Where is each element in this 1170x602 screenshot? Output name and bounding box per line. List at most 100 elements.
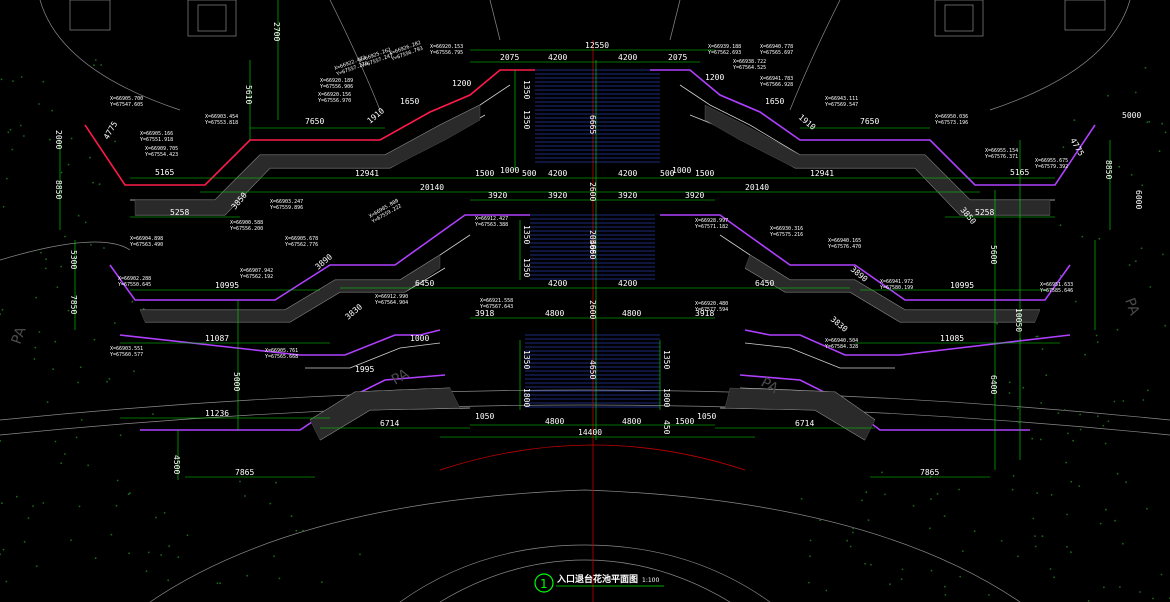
ground-speck <box>1105 508 1107 511</box>
ground-speck <box>116 479 119 482</box>
ground-speck <box>1122 400 1125 402</box>
watermark-left: PA <box>9 324 30 346</box>
ground-speck <box>70 137 73 140</box>
ground-speck <box>1113 400 1116 403</box>
dim-seg-1910-l: 1910 <box>366 106 387 125</box>
ground-speck <box>15 495 18 498</box>
tier-1-left-edge <box>84 69 535 186</box>
dim-right-4775: 4775 <box>1068 137 1086 158</box>
tier-2-right-edge <box>660 214 1071 301</box>
ground-speck <box>852 531 854 534</box>
dim-bottom-7865-r: 7865 <box>920 468 939 477</box>
ground-speck <box>1078 485 1081 487</box>
ground-speck <box>1 308 4 311</box>
ground-speck <box>145 570 148 572</box>
ground-speck <box>177 556 180 559</box>
ground-speck <box>912 505 915 507</box>
dim-center-v2: 2600 <box>588 182 597 201</box>
ground-speck <box>1119 586 1121 588</box>
ground-speck <box>1146 121 1149 123</box>
dim-right-8850: 8850 <box>1104 160 1113 179</box>
ground-speck <box>1116 328 1119 331</box>
ground-speck <box>93 338 96 341</box>
dim-row5-6714-l: 6714 <box>380 419 399 428</box>
ground-speck <box>1140 247 1143 250</box>
ground-speck <box>1008 381 1011 384</box>
dim-row2-20140-r: 20140 <box>745 183 769 192</box>
ground-speck <box>1116 472 1119 475</box>
dim-center-v4: 4650 <box>588 240 597 259</box>
ground-speck <box>1128 264 1131 266</box>
dim-small-1350-e: 1350 <box>522 350 531 369</box>
ground-speck <box>0 313 1 316</box>
ground-speck <box>901 568 904 571</box>
dim-small-1350-d: 1350 <box>522 258 531 277</box>
ground-speck <box>930 498 932 500</box>
ground-speck <box>35 565 38 567</box>
ground-speck <box>42 502 45 504</box>
ground-speck <box>278 577 281 580</box>
ground-speck <box>269 502 272 505</box>
center-axis <box>439 40 746 602</box>
ground-speck <box>1160 573 1163 576</box>
coordinate-label: X=66926.282Y=67556.793 <box>389 40 424 63</box>
ground-speck <box>128 552 131 555</box>
dim-row2-20140-l: 20140 <box>420 183 444 192</box>
dim-seg-1200-l: 1200 <box>452 79 471 88</box>
ground-speck <box>1139 591 1141 593</box>
dim-seg-7650-r: 7650 <box>860 117 879 126</box>
ground-speck <box>1065 461 1068 464</box>
ground-speck <box>84 221 87 224</box>
ground-speck <box>1032 517 1035 520</box>
ground-speck <box>246 574 249 577</box>
ground-speck <box>1 502 3 504</box>
ground-speck <box>900 578 903 580</box>
dim-row5-6714-r: 6714 <box>795 419 814 428</box>
ground-speck <box>67 163 70 166</box>
ground-speck <box>1142 399 1145 401</box>
ground-speck <box>1067 432 1069 435</box>
ground-speck <box>108 378 111 380</box>
ground-speck <box>114 140 116 143</box>
ground-speck <box>51 109 54 112</box>
dim-right-5165: 5165 <box>1010 168 1029 177</box>
dim-row1-4200-a: 4200 <box>548 169 567 178</box>
dim-center-v5: 2600 <box>588 300 597 319</box>
ground-speck <box>936 493 939 495</box>
dim-row1-500-r: 500 <box>660 169 675 178</box>
dim-row1-1500-l: 1500 <box>475 169 494 178</box>
ground-speck <box>1041 535 1044 538</box>
ground-speck <box>87 464 89 467</box>
drawing-title: 1 入口退台花池平面图 1:100 <box>534 573 664 593</box>
ground-speck <box>1053 576 1055 579</box>
ground-speck <box>38 331 41 333</box>
ground-speck <box>27 517 30 519</box>
ground-speck <box>119 434 122 437</box>
ground-speck <box>167 579 170 582</box>
dim-right-6000: 6000 <box>1134 190 1143 209</box>
ground-speck <box>1072 439 1074 442</box>
ground-speck <box>64 453 66 455</box>
dim-seg-1650-l: 1650 <box>400 97 419 106</box>
dim-left-5000: 5000 <box>232 372 241 391</box>
ground-speck <box>100 64 103 66</box>
ground-speck <box>302 529 305 532</box>
ground-speck <box>870 563 872 566</box>
ground-speck <box>1066 513 1068 516</box>
ground-speck <box>56 286 59 289</box>
ground-speck <box>1141 184 1144 187</box>
ground-speck <box>1095 334 1098 337</box>
ground-speck <box>110 533 113 536</box>
ground-speck <box>90 244 92 246</box>
ground-speck <box>1000 540 1003 542</box>
ground-speck <box>115 504 118 507</box>
